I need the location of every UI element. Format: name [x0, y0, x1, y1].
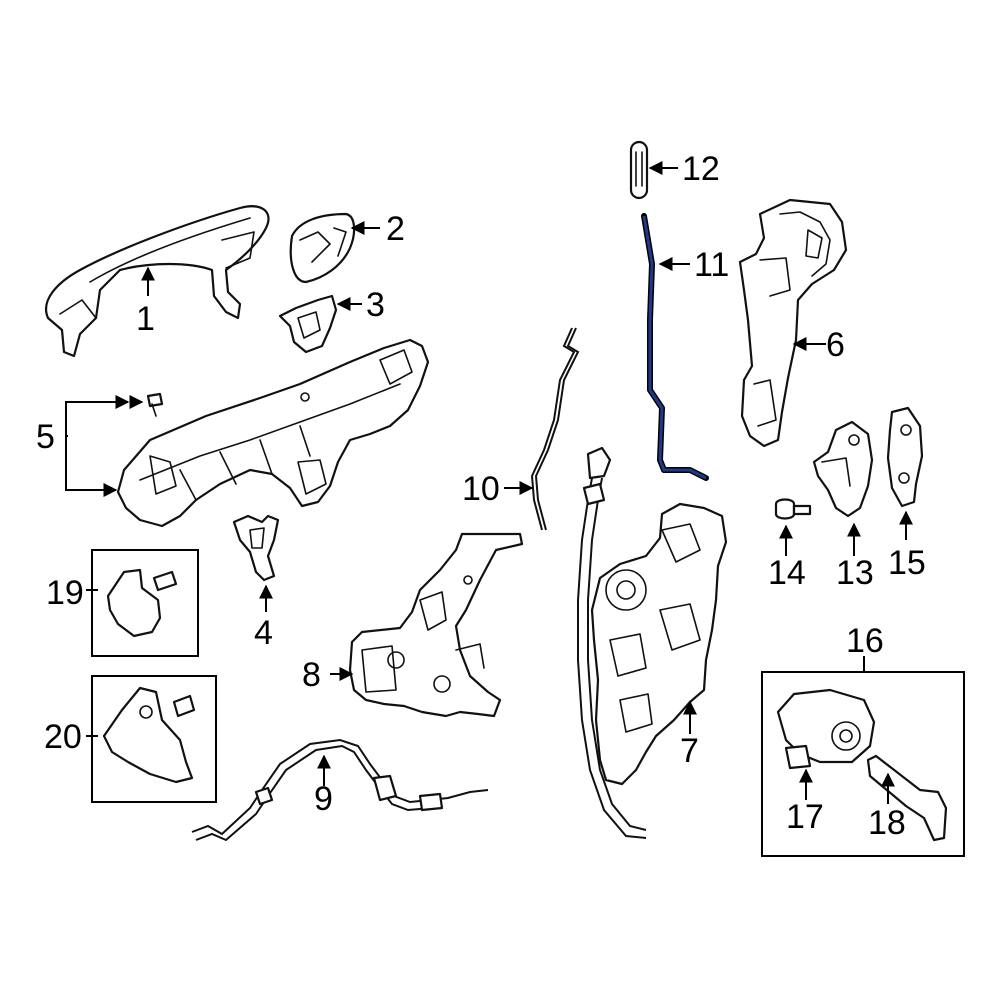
box-20 [91, 675, 217, 803]
part-15-plate[interactable] [886, 406, 924, 508]
callout-labels: 1 2 3 4 5 6 7 8 9 10 11 12 13 14 15 16 1… [36, 150, 926, 842]
callout-6: 6 [826, 326, 845, 364]
part-14-bolt[interactable] [774, 498, 812, 520]
callout-4: 4 [254, 614, 273, 652]
callout-15: 15 [888, 544, 926, 582]
part-4-small-bracket[interactable] [232, 514, 280, 582]
box-19 [91, 549, 199, 657]
part-11-rod-core [642, 215, 707, 480]
part-9-cable[interactable] [191, 738, 489, 842]
part-5-handle-bracket[interactable] [116, 338, 430, 528]
callout-2: 2 [386, 210, 405, 248]
callout-10: 10 [462, 470, 500, 508]
part-8-latch-bracket[interactable] [348, 532, 524, 718]
part-13-striker[interactable] [812, 420, 874, 518]
callout-12: 12 [682, 150, 720, 188]
callout-18: 18 [868, 804, 906, 842]
part-1-outside-handle[interactable] [45, 205, 270, 358]
callout-1: 1 [136, 300, 155, 338]
callout-8: 8 [302, 656, 321, 694]
callout-11: 11 [694, 246, 729, 284]
part-10-rod[interactable] [534, 327, 580, 531]
part-3-clip[interactable] [278, 294, 338, 354]
callout-5: 5 [36, 418, 55, 456]
part-7-latch-assembly[interactable] [577, 446, 728, 839]
part-2-handle-cap[interactable] [289, 212, 356, 284]
part-6-upper-bracket[interactable] [738, 198, 848, 448]
callout-14: 14 [768, 554, 806, 592]
callout-13: 13 [836, 554, 874, 592]
callout-16: 16 [846, 622, 884, 660]
callout-19: 19 [46, 574, 84, 612]
callout-3: 3 [366, 286, 385, 324]
part-12-rod-end[interactable] [629, 140, 649, 200]
part-5-screw[interactable] [146, 392, 164, 417]
leader-lines [65, 161, 913, 804]
part-19-bracket-and-pin[interactable] [106, 568, 178, 638]
callout-9: 9 [314, 780, 333, 818]
callout-17: 17 [786, 798, 824, 836]
callout-20: 20 [44, 718, 82, 756]
part-17-lock-cylinder[interactable] [776, 688, 876, 770]
part-20-bracket-and-pin[interactable] [102, 686, 196, 784]
callout-7: 7 [680, 732, 699, 770]
